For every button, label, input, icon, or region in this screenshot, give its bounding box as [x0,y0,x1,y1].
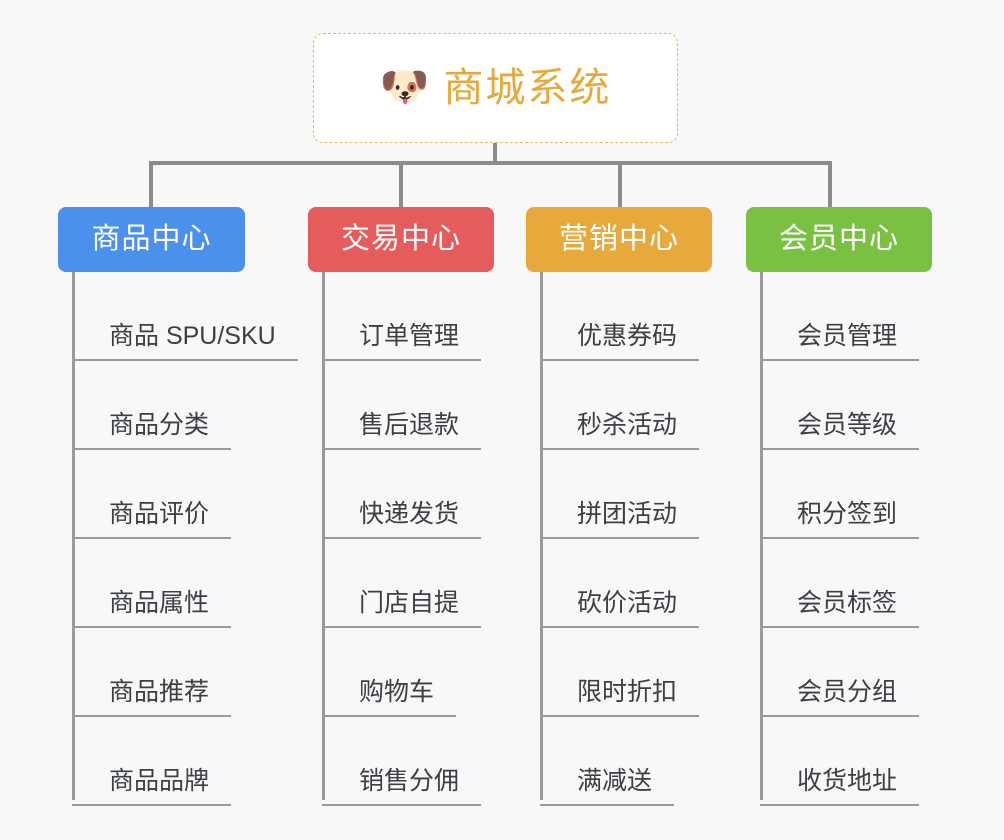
leaf-label: 售后退款 [322,413,482,450]
list-item[interactable]: 售后退款 [322,361,552,450]
leaf-label: 商品分类 [72,413,232,450]
branch-leaf-list: 商品 SPU/SKU 商品分类 商品评价 商品属性 商品推荐 商品品牌 [72,272,302,806]
branch-member-center: 会员中心 会员管理 会员等级 积分签到 会员标签 会员分组 收货地址 [746,207,932,806]
list-item[interactable]: 商品属性 [72,539,302,628]
branch-spine [72,272,75,800]
branch-header-label: 交易中心 [340,223,461,255]
branch-header-label: 营销中心 [558,223,679,255]
leaf-label: 积分签到 [760,502,920,539]
branch-leaf-list: 会员管理 会员等级 积分签到 会员标签 会员分组 收货地址 [760,272,990,806]
list-item[interactable]: 限时折扣 [540,628,770,717]
leaf-label: 会员标签 [760,591,920,628]
connector-drop-branch-4 [828,161,832,209]
leaf-label: 会员分组 [760,680,920,717]
list-item[interactable]: 会员等级 [760,361,990,450]
list-item[interactable]: 会员管理 [760,272,990,361]
branch-trade-center: 交易中心 订单管理 售后退款 快递发货 门店自提 购物车 销售分佣 [308,207,494,806]
leaf-label: 收货地址 [760,769,920,806]
leaf-label: 满减送 [540,769,675,806]
branch-product-center: 商品中心 商品 SPU/SKU 商品分类 商品评价 商品属性 商品推荐 商品品牌 [58,207,298,806]
leaf-label: 订单管理 [322,324,482,361]
leaf-label: 商品评价 [72,502,232,539]
list-item[interactable]: 秒杀活动 [540,361,770,450]
connector-horizontal-bus [149,161,832,165]
root-node-shop-system[interactable]: 🐶 商城系统 [313,33,678,143]
connector-drop-branch-2 [399,161,403,209]
list-item[interactable]: 会员标签 [760,539,990,628]
root-node-title: 商城系统 [443,66,612,110]
list-item[interactable]: 销售分佣 [322,717,552,806]
connector-drop-branch-1 [149,161,153,209]
leaf-label: 门店自提 [322,591,482,628]
branch-spine [322,272,325,800]
list-item[interactable]: 门店自提 [322,539,552,628]
list-item[interactable]: 满减送 [540,717,770,806]
list-item[interactable]: 商品推荐 [72,628,302,717]
leaf-label: 快递发货 [322,502,482,539]
shiba-dog-face-icon: 🐶 [379,65,430,109]
list-item[interactable]: 商品 SPU/SKU [72,272,302,361]
connector-drop-branch-3 [618,161,622,209]
list-item[interactable]: 商品品牌 [72,717,302,806]
list-item[interactable]: 优惠券码 [540,272,770,361]
leaf-label: 砍价活动 [540,591,700,628]
leaf-label: 销售分佣 [322,769,482,806]
leaf-label: 商品品牌 [72,769,232,806]
leaf-label: 商品推荐 [72,680,232,717]
leaf-label: 会员等级 [760,413,920,450]
leaf-label: 会员管理 [760,324,920,361]
branch-header-label: 会员中心 [778,223,899,255]
leaf-label: 商品 SPU/SKU [72,324,298,361]
list-item[interactable]: 快递发货 [322,450,552,539]
branch-header-label: 商品中心 [91,223,212,255]
branch-header-marketing-center[interactable]: 营销中心 [526,207,712,272]
list-item[interactable]: 会员分组 [760,628,990,717]
leaf-label: 限时折扣 [540,680,700,717]
list-item[interactable]: 购物车 [322,628,552,717]
leaf-label: 秒杀活动 [540,413,700,450]
list-item[interactable]: 商品分类 [72,361,302,450]
branch-spine [540,272,543,800]
branch-leaf-list: 优惠券码 秒杀活动 拼团活动 砍价活动 限时折扣 满减送 [540,272,770,806]
leaf-label: 商品属性 [72,591,232,628]
list-item[interactable]: 积分签到 [760,450,990,539]
branch-leaf-list: 订单管理 售后退款 快递发货 门店自提 购物车 销售分佣 [322,272,552,806]
list-item[interactable]: 商品评价 [72,450,302,539]
list-item[interactable]: 砍价活动 [540,539,770,628]
leaf-label: 优惠券码 [540,324,700,361]
list-item[interactable]: 收货地址 [760,717,990,806]
connector-root-stem [493,143,497,165]
branch-header-member-center[interactable]: 会员中心 [746,207,932,272]
leaf-label: 拼团活动 [540,502,700,539]
branch-header-trade-center[interactable]: 交易中心 [308,207,494,272]
branch-spine [760,272,763,800]
branch-header-product-center[interactable]: 商品中心 [58,207,245,272]
branch-marketing-center: 营销中心 优惠券码 秒杀活动 拼团活动 砍价活动 限时折扣 满减送 [526,207,712,806]
list-item[interactable]: 拼团活动 [540,450,770,539]
list-item[interactable]: 订单管理 [322,272,552,361]
leaf-label: 购物车 [322,680,457,717]
